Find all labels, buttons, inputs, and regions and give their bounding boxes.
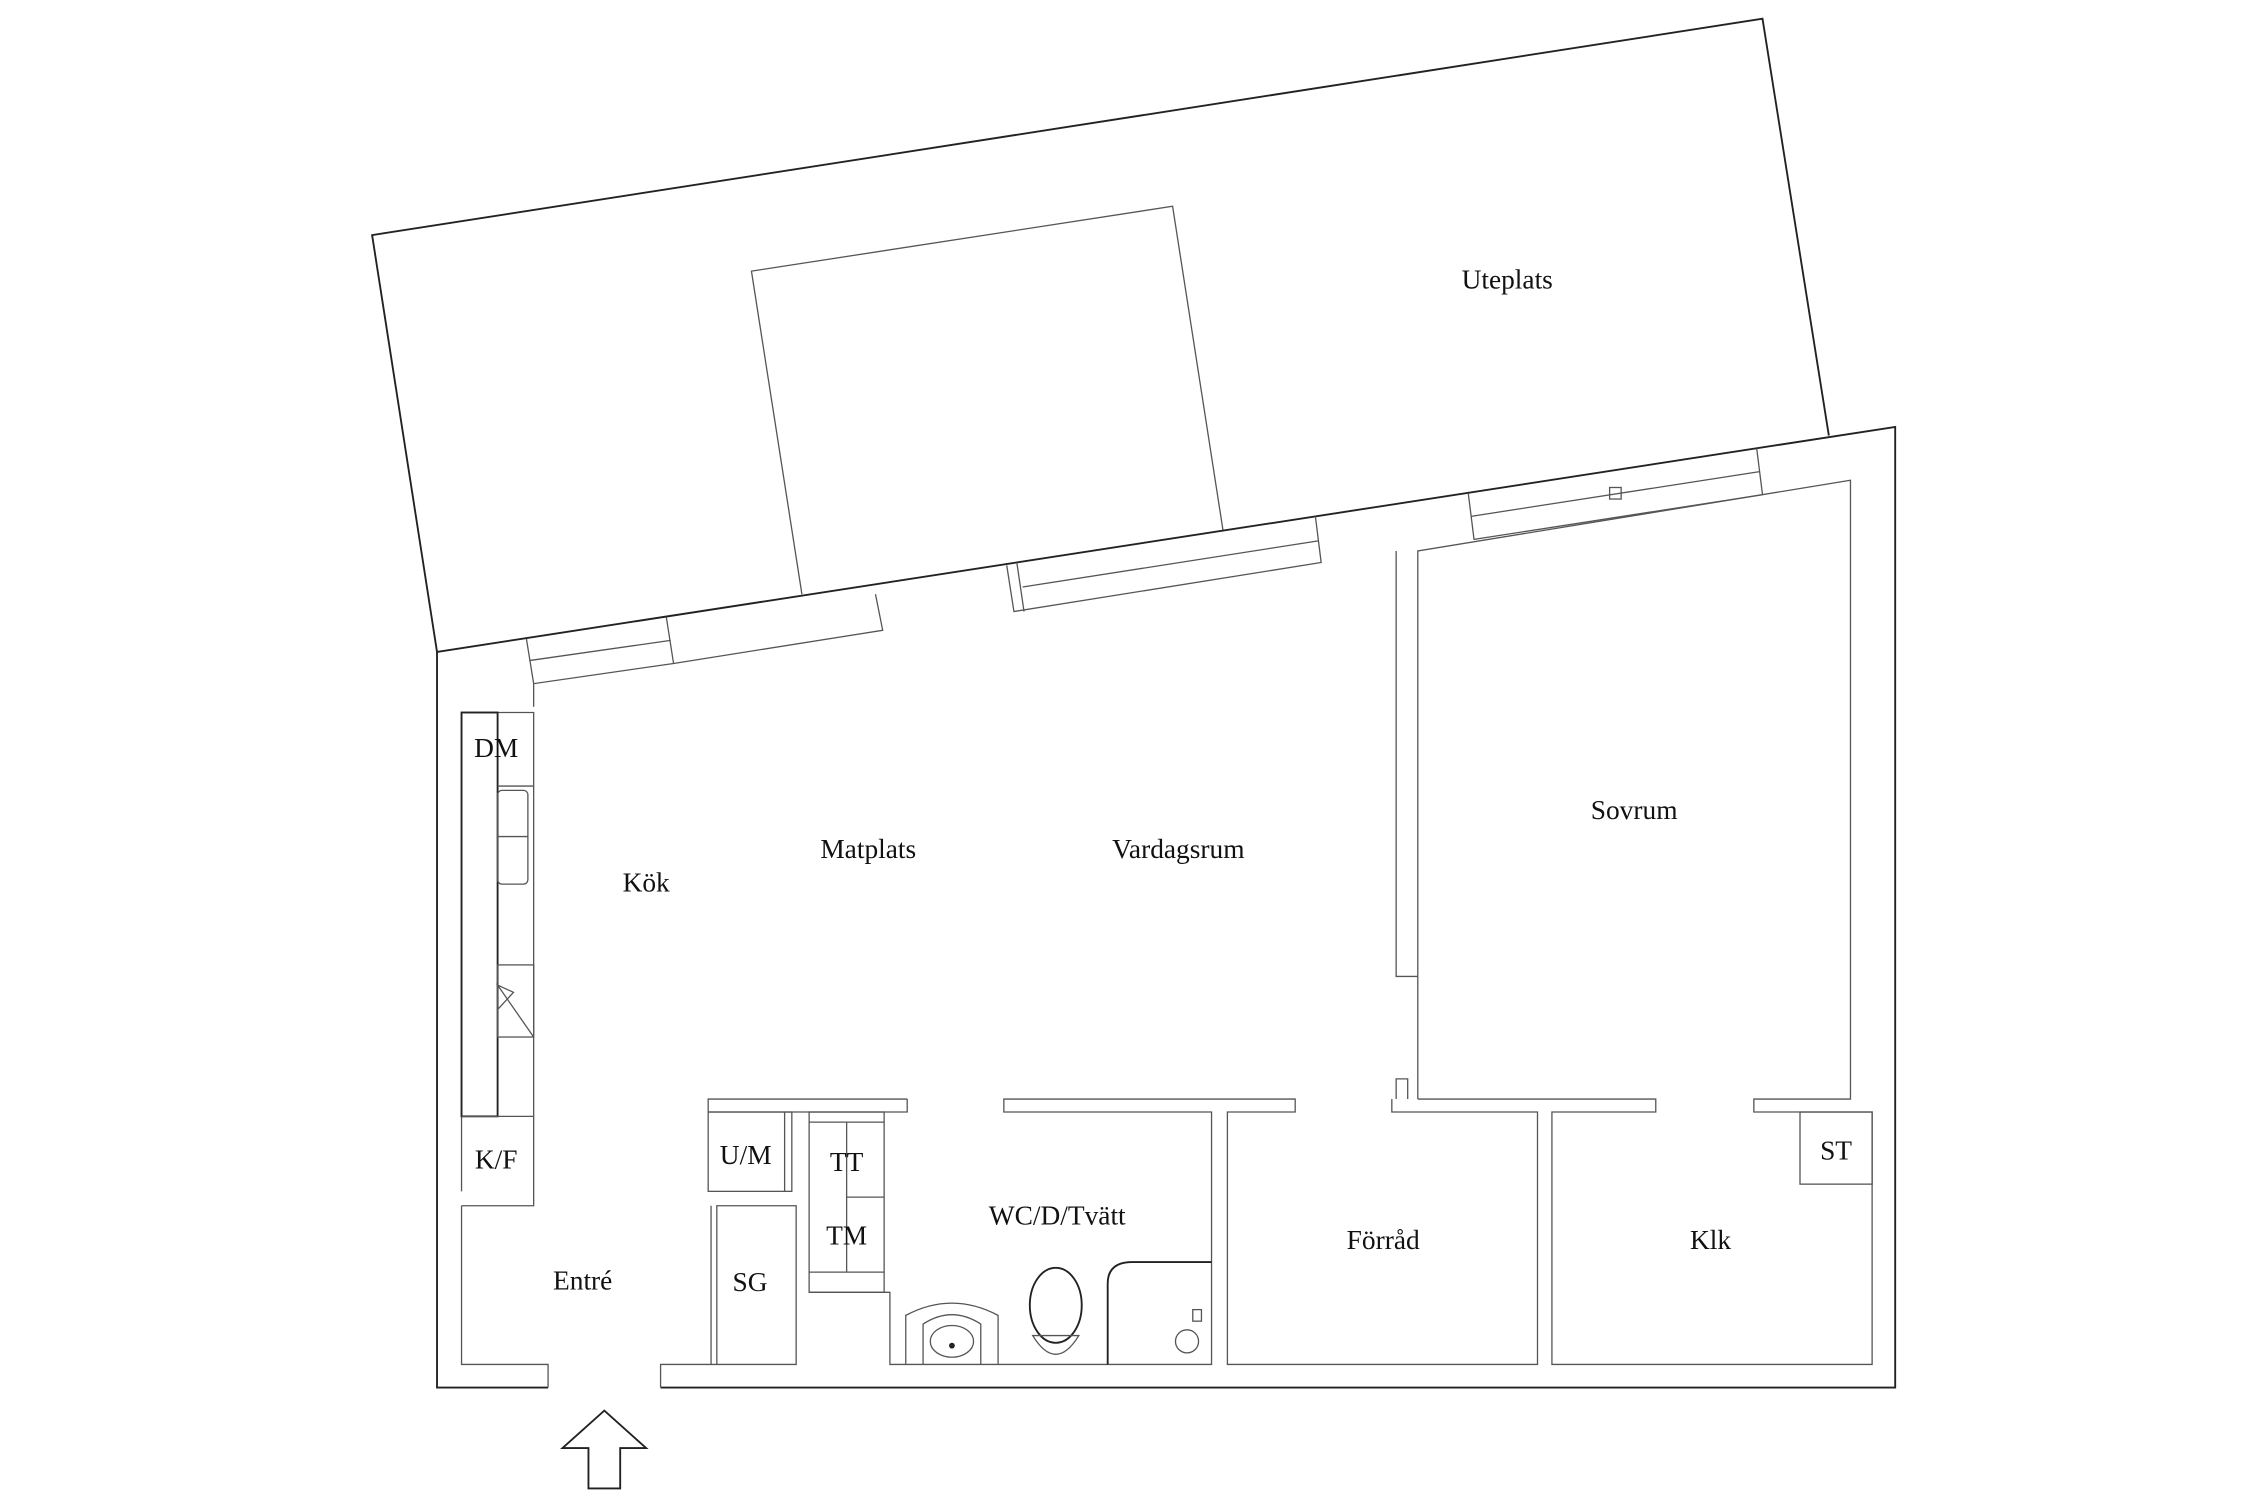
shower-icon — [1106, 1261, 1212, 1365]
label-tm: TM — [826, 1221, 867, 1251]
closets — [707, 1111, 1873, 1293]
label-klk: Klk — [1690, 1225, 1731, 1255]
kitchen-counter — [460, 711, 535, 1118]
bathroom-fixtures — [905, 1261, 1212, 1365]
outer-walls — [436, 425, 1897, 1389]
label-dm: DM — [474, 733, 518, 763]
toilet-icon — [1028, 1266, 1083, 1344]
label-st: ST — [1820, 1136, 1852, 1166]
label-wc: WC/D/Tvätt — [989, 1201, 1126, 1231]
label-uteplats: Uteplats — [1462, 264, 1553, 294]
label-vardagsrum: Vardagsrum — [1112, 834, 1244, 864]
entrance-arrow-icon — [560, 1409, 649, 1490]
room-labels: Uteplats Sovrum Vardagsrum Matplats Kök … — [474, 264, 1852, 1296]
label-tt: TT — [830, 1147, 864, 1177]
label-sg: SG — [732, 1267, 767, 1297]
stove-icon — [496, 964, 535, 1038]
label-kf: K/F — [475, 1144, 518, 1174]
label-um: U/M — [720, 1140, 772, 1170]
label-sovrum: Sovrum — [1591, 795, 1678, 825]
label-entre: Entré — [553, 1265, 612, 1295]
label-matplats: Matplats — [820, 834, 916, 864]
label-kok: Kök — [623, 867, 670, 897]
washbasin-icon — [905, 1302, 999, 1365]
label-forrad: Förråd — [1347, 1225, 1420, 1255]
sink-icon — [496, 789, 529, 885]
terrace — [371, 17, 1830, 653]
